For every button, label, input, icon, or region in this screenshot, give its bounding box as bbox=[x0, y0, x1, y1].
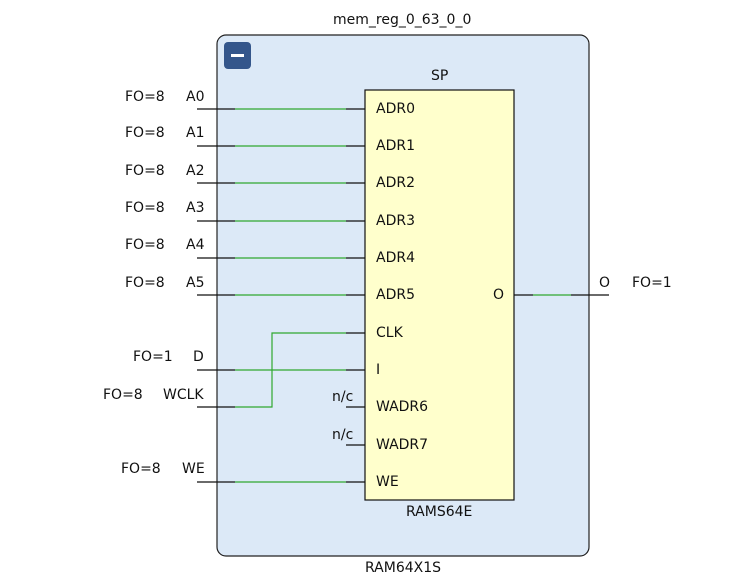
output-o-port[interactable]: O bbox=[599, 275, 611, 291]
collapse-button[interactable] bbox=[224, 42, 251, 69]
primitive-box[interactable] bbox=[364, 89, 515, 501]
input-we-fanout: FO=8 bbox=[121, 461, 161, 477]
cell-type-label: RAM64X1S bbox=[365, 560, 442, 576]
input-a2-port[interactable]: A2 bbox=[186, 163, 205, 179]
pin-o[interactable]: O bbox=[493, 287, 505, 303]
input-a0-fanout: FO=8 bbox=[125, 89, 165, 105]
pin-wadr7-nc-label: n/c bbox=[332, 427, 354, 443]
pin-we[interactable]: WE bbox=[376, 474, 399, 490]
output-o-fanout: FO=1 bbox=[632, 275, 672, 291]
pin-adr1[interactable]: ADR1 bbox=[376, 138, 415, 154]
input-a5-port[interactable]: A5 bbox=[186, 275, 205, 291]
pin-wadr7[interactable]: WADR7 bbox=[376, 437, 429, 453]
input-wires bbox=[197, 108, 365, 483]
pin-adr4[interactable]: ADR4 bbox=[376, 250, 415, 266]
input-a1-fanout: FO=8 bbox=[125, 125, 165, 141]
input-a4-port[interactable]: A4 bbox=[186, 237, 205, 253]
primitive-header: SP bbox=[431, 68, 449, 84]
input-a3-fanout: FO=8 bbox=[125, 200, 165, 216]
pin-adr0[interactable]: ADR0 bbox=[376, 101, 415, 117]
input-wclk-fanout: FO=8 bbox=[103, 387, 143, 403]
input-a4-fanout: FO=8 bbox=[125, 237, 165, 253]
input-wclk-port[interactable]: WCLK bbox=[163, 387, 204, 403]
input-a2-fanout: FO=8 bbox=[125, 163, 165, 179]
pin-wadr6-nc-label: n/c bbox=[332, 389, 354, 405]
input-a5-fanout: FO=8 bbox=[125, 275, 165, 291]
pin-clk[interactable]: CLK bbox=[376, 325, 403, 341]
pin-wadr6[interactable]: WADR6 bbox=[376, 399, 429, 415]
cell-instance-name: mem_reg_0_63_0_0 bbox=[333, 12, 472, 28]
minus-icon bbox=[231, 54, 244, 57]
input-a3-port[interactable]: A3 bbox=[186, 200, 205, 216]
pin-adr3[interactable]: ADR3 bbox=[376, 213, 415, 229]
input-we-port[interactable]: WE bbox=[182, 461, 205, 477]
input-d-port[interactable]: D bbox=[193, 349, 204, 365]
pin-adr2[interactable]: ADR2 bbox=[376, 175, 415, 191]
input-a1-port[interactable]: A1 bbox=[186, 125, 205, 141]
pin-i[interactable]: I bbox=[376, 362, 381, 378]
pin-adr5[interactable]: ADR5 bbox=[376, 287, 415, 303]
input-d-fanout: FO=1 bbox=[133, 349, 173, 365]
input-a0-port[interactable]: A0 bbox=[186, 89, 205, 105]
primitive-type-label: RAMS64E bbox=[406, 504, 473, 520]
